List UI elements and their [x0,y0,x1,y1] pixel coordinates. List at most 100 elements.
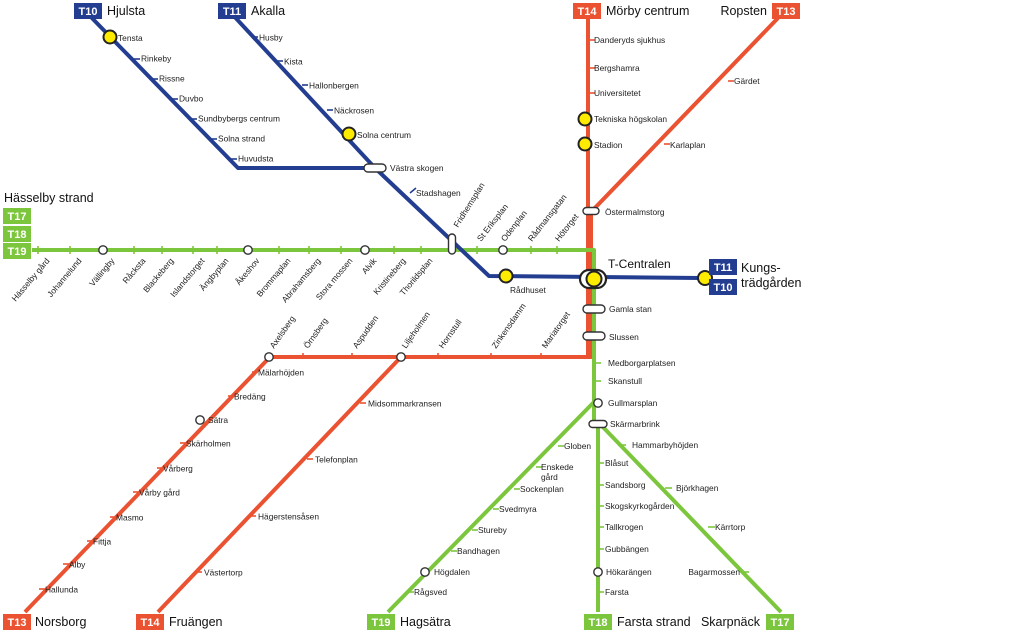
station-label-bagarmossen: Bagarmossen [688,567,740,577]
station-labels: T-CentralenTenstaRinkebyRissneDuvboSundb… [9,33,760,598]
station-label-bjorkhagen: Björkhagen [676,483,719,493]
station-label-alby: Alby [69,560,86,570]
transfer-station-hogdalen[interactable] [420,567,430,577]
badge-t11-akalla-box [218,3,246,19]
badge-t17-hasselby-box [3,208,31,224]
station-label-karrtorp: Kärrtorp [715,522,746,532]
terminal-name-hagsatra: Hagsätra [400,615,451,629]
badge-t14-morby[interactable]: T14 [573,3,601,19]
transfer-station-axelsberg[interactable] [264,352,274,362]
tick-stadshagen [409,187,417,194]
badge-t10-kungstradgarden-box [709,279,737,295]
terminal-name-hasselby-strand: Hässelby strand [4,191,94,205]
station-label-sandsborg: Sandsborg [605,480,646,490]
station-label-vallingby: Vällingby [87,255,117,288]
station-label-stureby: Stureby [478,525,508,535]
badge-t13-ropsten-text: T13 [777,6,796,18]
badge-t14-fruangen[interactable]: T14 [136,614,164,630]
interchange-gamla-stan[interactable] [582,304,606,314]
interchange-skarmarbrink[interactable] [588,419,608,429]
badge-t10-kungstradgarden[interactable]: T10 [709,279,737,295]
station-label-universitetet: Universitetet [594,88,641,98]
station-label-rinkeby: Rinkeby [141,54,172,64]
station-label-hallunda: Hallunda [45,585,78,595]
terminal-name-tradgarden: trädgården [741,276,802,290]
badge-t18-hasselby-box [3,226,31,242]
transfer-station-satra[interactable] [195,415,205,425]
station-label-kista: Kista [284,57,303,67]
interchange-t-centralen[interactable] [585,270,603,288]
badge-t17-skarpnack[interactable]: T17 [766,614,794,630]
badge-t14-fruangen-box [136,614,164,630]
interchange-vastra-skogen[interactable] [363,163,387,173]
transfer-station-alvik[interactable] [360,245,370,255]
terminal-name-hjulsta: Hjulsta [107,4,145,18]
station-label-telefonplan: Telefonplan [315,455,358,465]
station-label-bandhagen: Bandhagen [457,546,500,556]
station-label-slussen: Slussen [609,332,639,342]
badge-t13-norsborg[interactable]: T13 [3,614,31,630]
badge-t19-hasselby[interactable]: T19 [3,243,31,259]
transfer-station-akeshov[interactable] [243,245,253,255]
badge-t17-hasselby[interactable]: T17 [3,208,31,224]
badge-t14-morby-text: T14 [578,6,598,18]
station-label-sundbybergs-centrum: Sundbybergs centrum [198,114,280,124]
station-label-medborgarplatsen: Medborgarplatsen [608,358,676,368]
station-label-varberg: Vårberg [163,464,193,474]
badge-t18-farsta[interactable]: T18 [584,614,612,630]
t10-line [86,12,375,170]
badge-t11-kungstradgarden-box [709,259,737,275]
station-label-racksta: Råcksta [120,256,147,286]
terminal-name-morby-centrum: Mörby centrum [606,4,689,18]
transfer-station-liljeholmen[interactable] [396,352,406,362]
interchange-fridhemsplan[interactable] [447,233,457,255]
badge-t18-farsta-box [584,614,612,630]
interchange-kungstradgarden[interactable] [697,270,713,286]
station-label-alvik: Alvik [360,255,380,276]
badge-t10-hjulsta[interactable]: T10 [74,3,102,19]
hub-label: T-Centralen [608,257,671,271]
station-label-hammarbyhojden: Hammarbyhöjden [632,440,698,450]
interchange-tensta[interactable] [102,29,118,45]
station-label-tensta: Tensta [118,33,143,43]
badge-t19-hasselby-box [3,243,31,259]
badge-t11-akalla[interactable]: T11 [218,3,246,19]
station-label-gard: gård [541,472,558,482]
transfer-station-vallingby[interactable] [98,245,108,255]
t19-line [386,400,596,614]
badge-t13-norsborg-text: T13 [8,617,27,629]
badge-t14-morby-box [573,3,601,19]
transfer-station-odenplan[interactable] [498,245,508,255]
terminal-name-ropsten: Ropsten [720,4,767,18]
interchange-stadion[interactable] [577,136,593,152]
station-label-vastertorp: Västertorp [204,568,243,578]
interchange-radhuset[interactable] [498,268,514,284]
station-label-gamla-stan: Gamla stan [609,304,652,314]
badge-t19-hagsatra[interactable]: T19 [367,614,395,630]
station-label-ragsved: Rågsved [414,587,447,597]
station-label-stadshagen: Stadshagen [416,188,461,198]
interchange-slussen[interactable] [582,331,606,341]
interchange-tekniska-hogskolan[interactable] [577,111,593,127]
badge-t17-skarpnack-box [766,614,794,630]
station-label-hotorget: Hötorget [553,211,581,243]
blue-trunk-line [373,166,701,280]
transfer-station-gullmarsplan[interactable] [593,398,603,408]
station-label-mariatorget: Mariatorget [539,309,572,350]
badge-t18-farsta-text: T18 [589,617,608,629]
station-label-midsommarkransen: Midsommarkransen [368,399,442,409]
station-label-solna-centrum: Solna centrum [357,130,411,140]
station-label-bergshamra: Bergshamra [594,63,640,73]
transfer-station-hokarangen[interactable] [593,567,603,577]
badge-t18-hasselby[interactable]: T18 [3,226,31,242]
station-label-gullmarsplan: Gullmarsplan [608,398,658,408]
interchange-ostermalmstorg[interactable] [582,206,600,216]
badge-t13-ropsten[interactable]: T13 [772,3,800,19]
interchange-solna-centrum[interactable] [341,126,357,142]
station-label-vastra-skogen: Västra skogen [390,163,444,173]
station-label-ostermalmstorg: Östermalmstorg [605,207,665,217]
terminal-name-akalla: Akalla [251,4,285,18]
station-symbols [98,29,713,577]
badge-t11-kungstradgarden[interactable]: T11 [709,259,737,275]
